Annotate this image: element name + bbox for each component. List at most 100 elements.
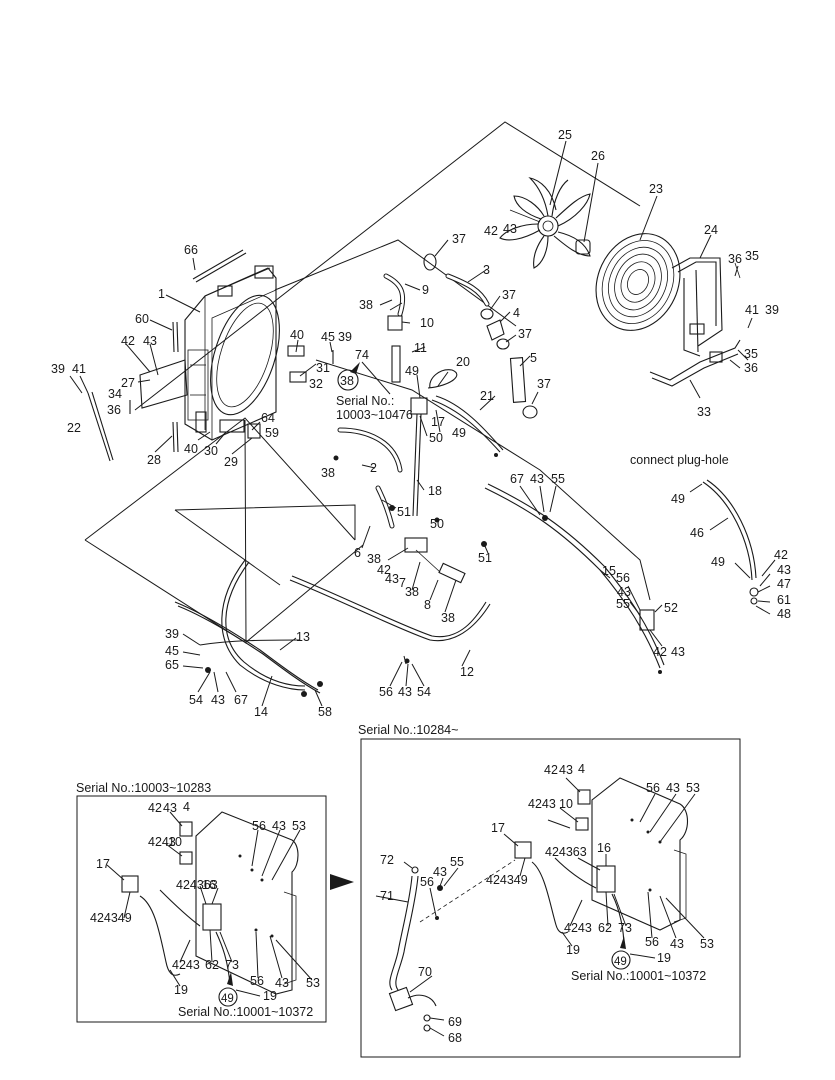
- part-number: 10: [420, 316, 434, 330]
- part-number: 51: [397, 505, 411, 519]
- part-number: 10: [559, 797, 573, 811]
- circled-callout-49: [218, 987, 238, 1007]
- part-number: 42: [774, 548, 788, 562]
- part-number: 65: [165, 658, 179, 672]
- hose-14: [174, 601, 319, 691]
- strip-60: [172, 321, 175, 353]
- spacer-26: [575, 239, 591, 255]
- svg-text:49: 49: [221, 993, 234, 1005]
- part-number: 15: [602, 564, 616, 578]
- part-number: 2: [370, 461, 377, 475]
- inset-right-footer: Serial No.:10001~10372: [571, 969, 706, 983]
- bracket-4: [179, 821, 193, 837]
- inset-left-frame: [76, 795, 327, 1023]
- part-number: 16: [597, 841, 611, 855]
- part-number: 1: [158, 287, 165, 301]
- tee-7: [404, 537, 428, 553]
- hose-13: [221, 559, 306, 691]
- part-number: 71: [380, 889, 394, 903]
- part-number: 56: [379, 685, 393, 699]
- part-number: 55: [616, 597, 630, 611]
- part-number: 25: [558, 128, 572, 142]
- part-number: 12: [460, 665, 474, 679]
- part-number: 37: [452, 232, 466, 246]
- part-number: 69: [448, 1015, 462, 1029]
- part-number: 9: [422, 283, 429, 297]
- bracket-52: [639, 609, 655, 631]
- part-number: 11: [414, 341, 427, 355]
- part-number: 14: [254, 705, 268, 719]
- plug-47: [749, 587, 759, 597]
- part-number: 39: [338, 330, 352, 344]
- part-number: 41: [72, 362, 86, 376]
- part-number: 38: [441, 611, 455, 625]
- part-number: 56: [646, 781, 660, 795]
- radiator-assembly: [184, 265, 280, 441]
- inset-right-title: Serial No.:10284~: [358, 723, 458, 737]
- part-number: 33: [697, 405, 711, 419]
- part-number: 19: [566, 943, 580, 957]
- part-number: 34: [108, 387, 122, 401]
- part-number: 50: [430, 517, 444, 531]
- part-number: 55: [450, 855, 464, 869]
- main-part-numbers: 66 1 60 42 43 39 41 27 34 36 22 28 40 30…: [51, 128, 791, 719]
- part-number: 20: [456, 355, 470, 369]
- part-number: 38: [367, 552, 381, 566]
- leader-lines: [69, 140, 776, 707]
- part-number: 38: [321, 466, 335, 480]
- part-number: 52: [664, 601, 678, 615]
- part-number: 19: [174, 983, 188, 997]
- part-number: 43: [777, 563, 791, 577]
- inset-right-frame: [360, 738, 741, 1058]
- part-number: 424349: [486, 873, 528, 887]
- rod-22: [87, 392, 111, 462]
- hose-3: [445, 273, 490, 307]
- part-number: 49: [452, 426, 466, 440]
- part-number: 43: [503, 222, 517, 236]
- part-number: 43: [398, 685, 412, 699]
- part-number: 43: [272, 819, 286, 833]
- part-number: 31: [316, 361, 330, 375]
- part-number: 38: [405, 585, 419, 599]
- part-number: 49: [405, 364, 419, 378]
- part-number: 42: [653, 645, 667, 659]
- guard-frame-24-33: [649, 257, 741, 387]
- part-number: 43: [275, 976, 289, 990]
- part-number: 37: [502, 288, 516, 302]
- hose-12: [289, 579, 491, 642]
- part-number: 61: [777, 593, 791, 607]
- hose-71: [389, 875, 413, 991]
- part-number: 17: [431, 415, 445, 429]
- part-number: 53: [292, 819, 306, 833]
- hose-46: [702, 481, 753, 581]
- part-number: 67: [234, 693, 248, 707]
- note-serial-label: Serial No.:: [336, 394, 394, 408]
- part-number: 4: [578, 762, 585, 776]
- inset-left: Serial No.:10003~10283 Serial No.:10001~…: [76, 781, 327, 1023]
- part-number: 73: [618, 921, 632, 935]
- part-number: 60: [135, 312, 149, 326]
- part-number: 28: [147, 453, 161, 467]
- block-17: [410, 397, 428, 415]
- callout-38-text: 38: [340, 374, 354, 388]
- part-number: 424349: [90, 911, 132, 925]
- part-number: 67: [510, 472, 524, 486]
- washer-68: [423, 1024, 431, 1032]
- part-number: 19: [657, 951, 671, 965]
- part-number: 4: [183, 800, 190, 814]
- part-number: 47: [777, 577, 791, 591]
- part-number: 50: [429, 431, 443, 445]
- part-number: 13: [296, 630, 310, 644]
- part-number: 62: [205, 958, 219, 972]
- part-number: 74: [355, 348, 369, 362]
- part-number: 37: [518, 327, 532, 341]
- part-number: 3: [483, 263, 490, 277]
- part-number: 43: [670, 937, 684, 951]
- part-number: 43: [559, 763, 573, 777]
- pipe-38: [391, 345, 401, 383]
- part-number: 46: [690, 526, 704, 540]
- part-number: 17: [491, 821, 505, 835]
- plate-27: [139, 359, 188, 409]
- part-number: 38: [359, 298, 373, 312]
